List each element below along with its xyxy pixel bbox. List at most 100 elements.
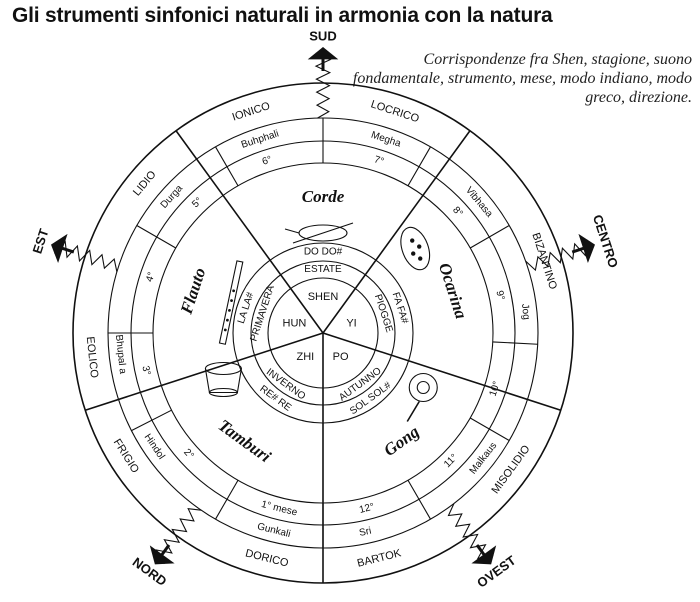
gong-mallet: [406, 401, 420, 422]
direction-label: SUD: [309, 28, 336, 43]
direction-centro: CENTRO: [571, 213, 621, 270]
direction-est: EST: [29, 227, 75, 264]
indian-mode-label: Megha: [370, 130, 403, 150]
indian-mode-label: Durga: [159, 183, 186, 211]
wavy-spoke: [314, 52, 332, 119]
month-divider: [215, 479, 239, 520]
month-label: 2°: [181, 447, 196, 461]
outer-divider: [422, 130, 471, 196]
ocarina-hole: [417, 244, 422, 249]
gong-icon: [406, 372, 438, 422]
direction-arrow-icon: [50, 233, 68, 264]
ocarina-hole: [418, 256, 423, 261]
drum-icon: [204, 361, 242, 398]
month-divider: [136, 225, 177, 249]
page-title: Gli strumenti sinfonici naturali in armo…: [12, 4, 553, 27]
indian-mode-label: Sri: [358, 526, 372, 539]
flute-hole: [228, 308, 231, 312]
ocarina-hole: [410, 238, 415, 243]
notes-label: LA LA#: [236, 291, 257, 325]
flute-hole: [225, 318, 229, 322]
segment-divider: [222, 194, 324, 334]
greek-mode-label: LIDIO: [131, 168, 159, 198]
month-label: 7°: [373, 154, 385, 167]
instrument-label: Ocarina: [435, 260, 471, 321]
direction-arrow-icon: [578, 233, 596, 264]
indian-mode-label: Vibhasa: [463, 185, 495, 220]
instrument-label: Gong: [380, 422, 423, 460]
greek-mode-label: EOLICO: [84, 336, 100, 379]
gong-disc: [408, 372, 438, 403]
direction-label: CENTRO: [590, 213, 621, 270]
flute-icon: [218, 260, 244, 345]
shen-center-label: SHEN: [308, 291, 339, 303]
direction-label: EST: [29, 227, 51, 256]
month-label: 12°: [358, 502, 375, 516]
greek-mode-label: LOCRICO: [369, 98, 421, 125]
outer-divider: [84, 384, 162, 412]
greek-mode-label: FRIGIO: [111, 437, 141, 476]
greek-mode-label: DORICO: [244, 547, 290, 569]
instrument-label: Flauto: [176, 265, 209, 317]
outer-divider: [484, 384, 562, 412]
month-divider: [407, 479, 431, 520]
greek-mode-label: IONICO: [231, 100, 272, 124]
ocarina-icon: [400, 226, 431, 271]
direction-ovest: OVEST: [471, 544, 519, 591]
wavy-spoke: [525, 239, 588, 272]
direction-arrows: SUD CENTRO OVEST NORD EST: [29, 28, 621, 590]
notes-label: DO DO#: [304, 247, 343, 258]
flute-hole: [230, 299, 233, 302]
indian-mode-label: Bhupal a: [113, 334, 128, 375]
shen-label: YI: [346, 318, 356, 330]
flute-hole: [223, 328, 227, 332]
shen-label: HUN: [283, 318, 307, 330]
direction-arrow-icon: [471, 545, 497, 565]
caption: Corrispondenze fra Shen, stagione, suono…: [352, 51, 692, 106]
direction-sud: SUD: [307, 28, 339, 71]
month-divider: [407, 146, 431, 187]
wavy-spoke: [54, 240, 118, 273]
ocarina-hole: [411, 251, 416, 256]
month-divider: [469, 417, 510, 441]
month-label: 4°: [144, 271, 157, 283]
violin-icon: [284, 222, 354, 244]
shen-label: ZHI: [296, 351, 314, 363]
indian-mode-label: Gunkali: [256, 521, 292, 540]
divider-lines: [54, 52, 588, 583]
month-label: 8°: [450, 205, 465, 219]
drum-top: [204, 361, 242, 376]
direction-arrow-icon: [307, 47, 339, 60]
drum-bottom: [208, 387, 238, 398]
month-label: 6°: [261, 154, 273, 167]
wavy-spoke: [155, 508, 202, 565]
segment-divider: [161, 332, 324, 387]
flute-hole: [232, 289, 236, 293]
month-label: 10°: [488, 380, 503, 398]
segment-divider: [322, 332, 485, 387]
indian-mode-label: Malkaus: [468, 440, 500, 476]
ocarina-body: [400, 226, 431, 271]
month-label: 11°: [442, 452, 460, 470]
instrument-drawings: [204, 222, 438, 422]
indian-mode-label: Jog: [519, 303, 532, 320]
segment-divider: [322, 194, 424, 334]
month-label: 5°: [190, 196, 205, 211]
season-label: ESTATE: [304, 264, 342, 275]
shen-label: PO: [333, 351, 349, 363]
instrument-label: Tamburi: [215, 416, 275, 467]
direction-nord: NORD: [130, 544, 175, 589]
drum-side: [204, 368, 242, 394]
month-divider: [469, 225, 510, 249]
flute-body: [218, 260, 244, 345]
notes-label: FA FA#: [390, 291, 411, 325]
month-label: 3°: [139, 365, 152, 377]
greek-mode-label: BARTOK: [356, 547, 403, 570]
month-divider: [131, 409, 172, 432]
month-divider: [215, 146, 239, 187]
outer-divider: [175, 130, 224, 196]
month-label: 9°: [493, 290, 506, 302]
indian-mode-label: Hindol: [142, 432, 167, 462]
season-label: PRIMAVERA: [249, 284, 278, 343]
